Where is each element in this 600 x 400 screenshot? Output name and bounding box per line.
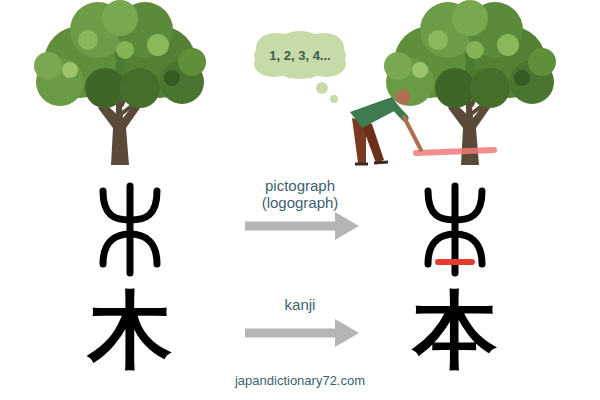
arrow bbox=[245, 319, 359, 347]
pictograph-origin bbox=[428, 186, 482, 273]
tree-left bbox=[34, 0, 206, 165]
arrow bbox=[245, 212, 359, 240]
kanji-character: 本 bbox=[413, 282, 497, 379]
pictograph-tree bbox=[103, 186, 157, 273]
root-mark bbox=[416, 150, 494, 153]
bubble-text: 1, 2, 3, 4... bbox=[269, 48, 330, 63]
arrow-label: kanji bbox=[285, 296, 316, 313]
kanji-character: 木 bbox=[88, 282, 172, 379]
tree-right bbox=[384, 0, 556, 165]
arrow-label: pictograph (logograph) bbox=[245, 177, 355, 212]
bubble-tail bbox=[330, 95, 338, 103]
man-figure bbox=[350, 90, 421, 165]
root-mark bbox=[438, 259, 472, 265]
thought-bubble: 1, 2, 3, 4... bbox=[250, 31, 350, 79]
watermark: japandictionary72.com bbox=[235, 374, 365, 389]
bubble-tail bbox=[316, 82, 328, 94]
